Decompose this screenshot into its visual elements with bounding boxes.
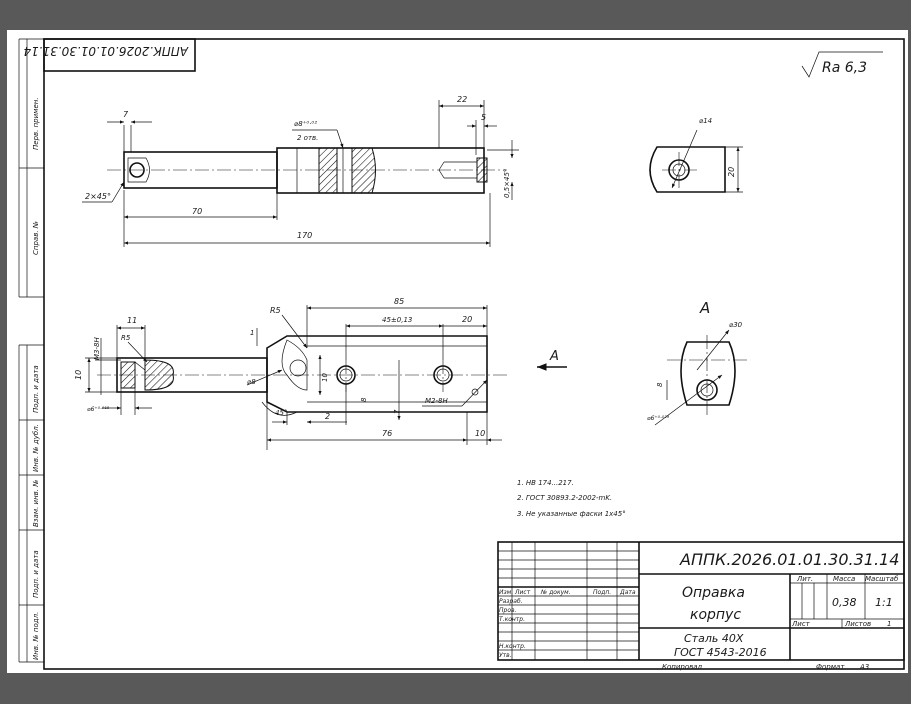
tb-designation: АППК.2026.01.01.30.31.14 [679, 550, 899, 569]
dim-8-b: 8 [360, 397, 368, 402]
dim-c05: 0,5×45° [503, 169, 511, 198]
end-view: ⌀14 20 [649, 117, 743, 193]
dim-20: 20 [462, 315, 472, 324]
tb-hdr-date: Дата [619, 589, 636, 596]
dim-holes: 2 отв. [297, 134, 318, 142]
note-1: 1. НВ 174...217. [517, 479, 574, 487]
note-2: 2. ГОСТ 30893.2-2002-mK. [517, 494, 612, 502]
roughness-symbol: Ra 6,3 [801, 51, 883, 78]
side-label-inv-podl: Инв. № подл. [32, 612, 40, 660]
tb-scale: 1:1 [875, 596, 893, 609]
dim-view-8: 8 [656, 382, 664, 387]
dim-7: 7 [123, 110, 129, 119]
drawing-canvas: Перв. примен. Справ. № Подп. и дата Инв.… [18, 38, 905, 671]
side-label-perv: Перв. примен. [32, 97, 40, 150]
tb-row-utv: Утв. [499, 652, 512, 659]
note-3: 3. Не указанные фаски 1х45° [517, 510, 626, 518]
viewer-top-bar [0, 0, 911, 30]
dim-d14: ⌀14 [699, 117, 712, 125]
tb-row-prov: Пров. [499, 607, 517, 614]
tb-hdr-list: Лист [514, 589, 531, 596]
tb-name-line1: Оправка [682, 585, 745, 601]
side-label-inv-dubl: Инв. № дубл. [32, 424, 40, 472]
tb-col-mass: Масса [833, 575, 855, 583]
dim-170: 170 [297, 231, 312, 240]
title-block: Изм. Лист № докум. Подп. Дата Разраб. Пр… [497, 541, 905, 671]
dim-5: 5 [481, 113, 486, 122]
rotated-designation: АППК.2026.01.01.30.31.14 [23, 44, 189, 58]
dim-r5-b: R5 [270, 306, 281, 315]
tb-format-label: Формат [816, 663, 845, 671]
drawing-sheet: Перв. примен. Справ. № Подп. и дата Инв.… [7, 30, 908, 673]
dim-10-c: 10 [475, 429, 485, 438]
tb-material-line2: ГОСТ 4543-2016 [674, 646, 767, 659]
technical-notes: 1. НВ 174...217. 2. ГОСТ 30893.2-2002-mK… [517, 479, 626, 518]
dim-view-d6: ⌀6⁺⁰·⁰²⁹ [647, 415, 670, 422]
dim-r5: R5 [121, 334, 131, 342]
roughness-value: Ra 6,3 [822, 60, 867, 76]
side-label-sprav: Справ. № [32, 221, 40, 255]
tb-row-nkontr: Н.контр. [499, 643, 526, 650]
tb-material-line1: Сталь 40Х [684, 632, 744, 645]
tb-name-line2: корпус [690, 607, 741, 623]
tb-hdr-izm: Изм. [499, 589, 513, 596]
top-view: 7 ⌀8⁺⁰·⁰² 2 отв. 22 5 2×45° 70 170 0,5×4… [82, 95, 519, 247]
dim-d6-tol: ⌀6⁺⁰·⁰¹⁸ [87, 406, 110, 413]
dim-11: 11 [127, 316, 137, 325]
tb-copied: Копировал [662, 663, 703, 671]
dim-d8: ⌀8 [247, 378, 256, 386]
view-a: А ⌀30 8 ⌀6⁺⁰·⁰²⁹ [647, 299, 747, 426]
tb-mass: 0,38 [832, 596, 857, 609]
side-label-vzam: Взам. инв. № [32, 479, 40, 527]
dim-thread-m3: М3-8Н [93, 337, 101, 360]
tb-sheet: Лист [791, 620, 811, 628]
tb-col-lit: Лит. [796, 575, 813, 583]
dim-1: 1 [250, 329, 254, 337]
dim-10-b: 10 [321, 373, 329, 382]
tb-sheets: Листов [844, 620, 871, 628]
dim-angle-45: 45° [275, 409, 287, 417]
side-strip: Перв. примен. Справ. № Подп. и дата Инв.… [18, 38, 44, 663]
dim-2: 2 [325, 412, 330, 421]
front-view: 11 R5 М3-8Н 10 ⌀6⁺⁰·⁰¹⁸ R5 85 45±0,13 20… [74, 297, 567, 450]
dim-85: 85 [394, 297, 404, 306]
tb-sheets-count: 1 [887, 620, 891, 628]
rotated-designation-stamp: АППК.2026.01.01.30.31.14 [23, 38, 196, 72]
view-a-title: А [699, 299, 710, 317]
side-label-podp1: Подп. и дата [32, 365, 40, 413]
drawing-frame [43, 38, 905, 670]
dim-45: 45±0,13 [382, 316, 412, 324]
dim-d10-left: 10 [74, 370, 83, 380]
tb-hdr-sign: Подп. [593, 589, 611, 596]
tb-row-razrab: Разраб. [499, 598, 523, 605]
dim-d30: ⌀30 [729, 321, 743, 329]
view-arrow-label: А [549, 349, 559, 364]
dim-7-front: 7 [393, 409, 401, 414]
tb-col-scale: Масштаб [865, 575, 899, 583]
tb-hdr-doc: № докум. [540, 589, 571, 596]
tb-row-tkontr: Т.контр. [499, 616, 525, 623]
dim-22: 22 [457, 95, 467, 104]
dim-76: 76 [382, 429, 392, 438]
side-label-podp2: Подп. и дата [32, 550, 40, 598]
viewer-bottom-bar [0, 673, 911, 704]
dim-70: 70 [192, 207, 202, 216]
dim-thread-m2: М2-8Н [425, 397, 448, 405]
dim-chamfer: 2×45° [85, 192, 111, 201]
dim-d8-tol: ⌀8⁺⁰·⁰² [294, 120, 317, 128]
dim-d20-end: 20 [727, 167, 736, 177]
tb-format: А3 [859, 663, 869, 671]
